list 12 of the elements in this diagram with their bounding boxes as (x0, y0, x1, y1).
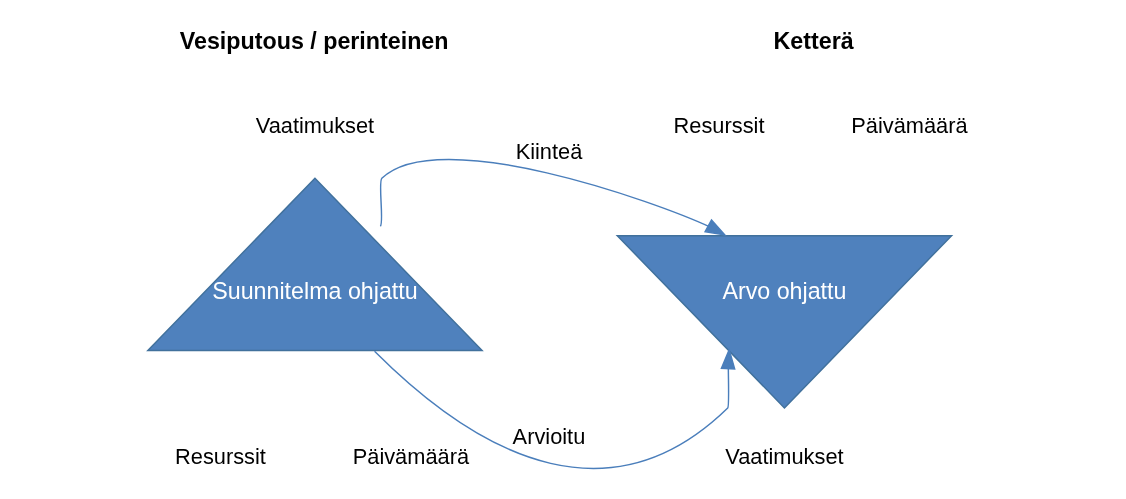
node-label: Resurssit (673, 112, 764, 138)
arrow (379, 158, 727, 237)
arrow (373, 347, 736, 469)
node-label: Vaatimukset (255, 112, 374, 138)
label: Ketterä (773, 28, 854, 55)
node-label: Resurssit (174, 443, 266, 469)
label: Vesiputous / perinteinen (179, 28, 449, 55)
edge-label: Arvioitu (512, 424, 585, 450)
node-label: Päivämäärä (352, 443, 469, 469)
edge-label: Kiinteä (515, 139, 582, 165)
node-label: Vaatimukset (724, 443, 844, 469)
node-label: Päivämäärä (850, 112, 968, 138)
